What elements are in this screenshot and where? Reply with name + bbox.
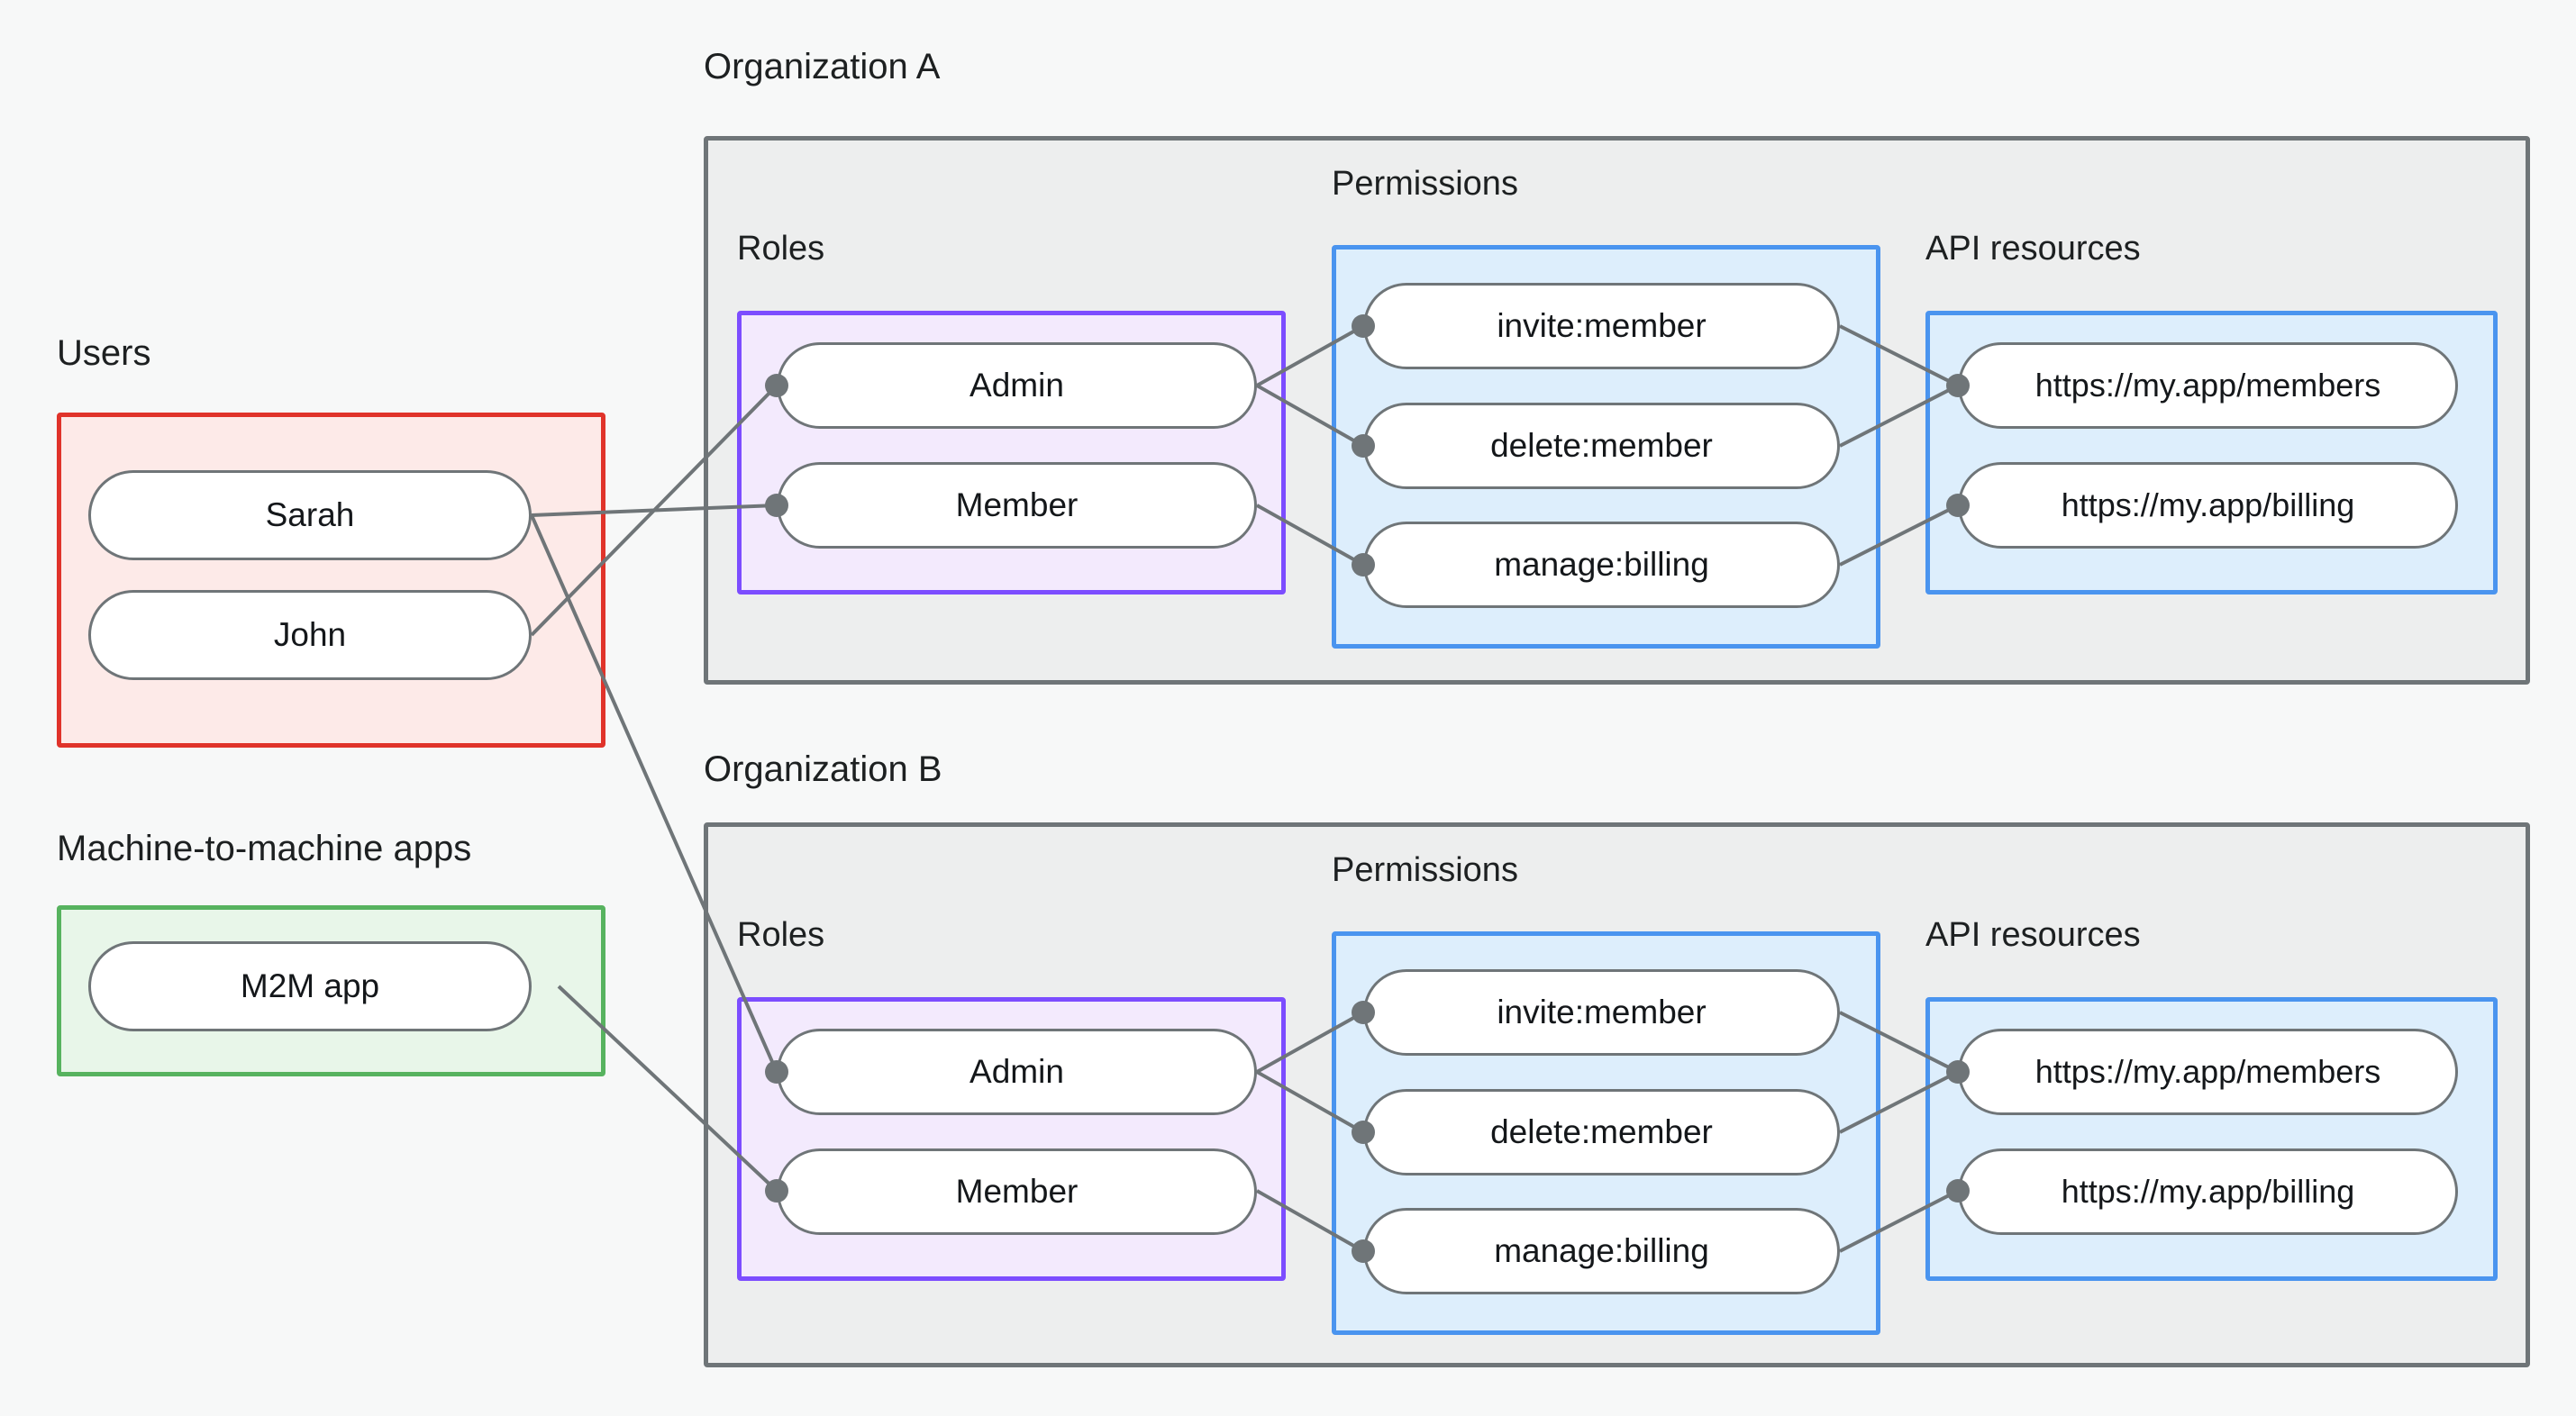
orga-permission-pill-delete-member[interactable]: delete:member (1363, 403, 1840, 489)
orga-role-pill-member[interactable]: Member (777, 462, 1257, 549)
orgb-roles-label: Roles (737, 916, 825, 954)
orga-roles-label: Roles (737, 230, 825, 268)
orgb-api-pill-billing[interactable]: https://my.app/billing (1958, 1148, 2458, 1235)
orga-permission-pill-manage-billing[interactable]: manage:billing (1363, 522, 1840, 608)
orgb-permission-pill-delete-member[interactable]: delete:member (1363, 1089, 1840, 1175)
organization-a-label: Organization A (704, 47, 941, 86)
orgb-role-pill-admin[interactable]: Admin (777, 1029, 1257, 1115)
orgb-permission-pill-invite-member[interactable]: invite:member (1363, 969, 1840, 1056)
users-box (57, 413, 605, 748)
orga-api-resources-label: API resources (1925, 230, 2141, 268)
user-pill-sarah[interactable]: Sarah (88, 470, 532, 560)
orgb-api-pill-members[interactable]: https://my.app/members (1958, 1029, 2458, 1115)
organization-b-label: Organization B (704, 749, 942, 789)
orga-permission-pill-invite-member[interactable]: invite:member (1363, 283, 1840, 369)
orgb-api-resources-label: API resources (1925, 916, 2141, 954)
orgb-role-pill-member[interactable]: Member (777, 1148, 1257, 1235)
users-group-label: Users (57, 333, 151, 373)
orga-api-pill-billing[interactable]: https://my.app/billing (1958, 462, 2458, 549)
m2m-pill-app[interactable]: M2M app (88, 941, 532, 1031)
m2m-group-label: Machine-to-machine apps (57, 829, 472, 868)
orga-api-pill-members[interactable]: https://my.app/members (1958, 342, 2458, 429)
orgb-permissions-label: Permissions (1332, 851, 1518, 889)
orgb-permission-pill-manage-billing[interactable]: manage:billing (1363, 1208, 1840, 1294)
orga-permissions-label: Permissions (1332, 165, 1518, 203)
orga-role-pill-admin[interactable]: Admin (777, 342, 1257, 429)
user-pill-john[interactable]: John (88, 590, 532, 680)
